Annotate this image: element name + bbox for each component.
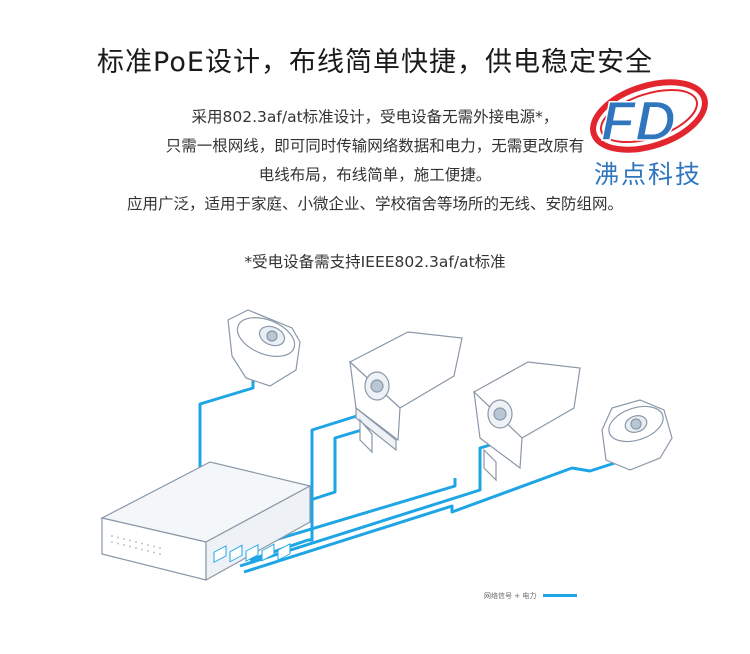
description-line-4: 应用广泛，适用于家庭、小微企业、学校宿舍等场所的无线、安防组网。 [126, 195, 623, 213]
dome-camera-icon [227, 309, 301, 387]
legend-line [543, 594, 577, 597]
poe-network-diagram [100, 309, 673, 582]
poe-switch-icon [100, 461, 312, 582]
footnote: *受电设备需支持IEEE802.3af/at标准 [244, 253, 506, 271]
bullet-camera-icon [472, 361, 581, 482]
fd-logo-icon: FD [590, 79, 708, 153]
cable-5 [243, 460, 619, 574]
dome-camera-icon [601, 399, 673, 471]
company-name: 沸点科技 [593, 160, 702, 189]
description: 采用802.3af/at标准设计，受电设备无需外接电源*， 只需一根网线，即可同… [0, 103, 750, 219]
description-line-2: 只需一根网线，即可同时传输网络数据和电力，无需更改原有 [165, 137, 585, 155]
bullet-camera-icon [348, 331, 463, 454]
cable-6 [247, 478, 457, 550]
description-line-3: 电线布局，布线简单，施工便捷。 [258, 166, 492, 184]
svg-text:FD: FD [601, 89, 676, 152]
description-line-1: 采用802.3af/at标准设计，受电设备无需外接电源*， [191, 108, 559, 126]
legend-label: 网络信号 + 电力 [484, 592, 537, 600]
page-title: 标准PoE设计，布线简单快捷，供电稳定安全 [97, 47, 653, 78]
